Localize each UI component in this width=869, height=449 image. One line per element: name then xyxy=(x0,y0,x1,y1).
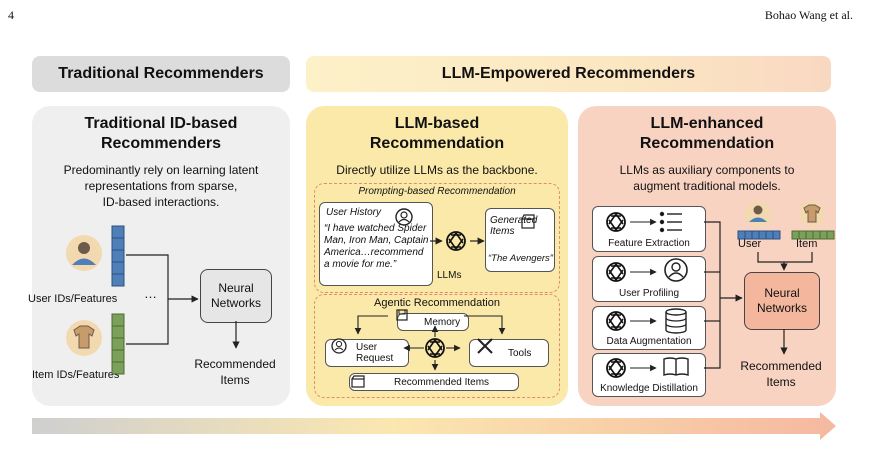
generated-answer: “The Avengers” xyxy=(488,253,553,264)
user-history-quote: “I have watched Spider Man, Iron Man, Ca… xyxy=(324,223,429,271)
panel-llm-based: LLM-based Recommendation Directly utiliz… xyxy=(306,106,568,406)
quote-line: a movie for me.” xyxy=(324,259,397,270)
panel-title-line2: Recommenders xyxy=(100,135,222,152)
recommended-label: Recommended Items xyxy=(394,376,490,388)
prompting-title: Prompting-based Recommendation xyxy=(358,186,516,197)
panel-title-line1: LLM-based xyxy=(394,115,480,132)
nn-line: Networks xyxy=(210,296,261,310)
user-ids-label: User IDs/Features xyxy=(28,293,118,305)
generated-items-box: Generated Items “The Avengers” xyxy=(485,208,555,272)
module-label: Feature Extraction xyxy=(608,238,690,249)
panel-description: Predominantly rely on learning latent re… xyxy=(32,162,290,210)
ellipsis: … xyxy=(144,286,157,301)
panel-title-line2: Recommendation xyxy=(639,135,775,152)
recommended-items-label: Recommended Items xyxy=(180,356,290,388)
module-knowledge-distillation: Knowledge Distillation xyxy=(592,353,706,397)
recommended-items-label: Recommended Items xyxy=(726,358,836,390)
generated-items-label: Generated Items xyxy=(490,215,537,237)
user-history-box: User History “I have watched Spider Man,… xyxy=(319,202,433,286)
output-line: Recommended xyxy=(194,357,276,371)
progress-arrow xyxy=(32,412,836,440)
request-line: Request xyxy=(356,353,394,364)
tools-box: Tools xyxy=(469,339,549,367)
header-llm-empowered: LLM-Empowered Recommenders xyxy=(306,56,831,92)
desc-line: Predominantly rely on learning latent xyxy=(63,163,259,177)
panel-traditional: Traditional ID-based Recommenders Predom… xyxy=(28,106,290,406)
desc-line: LLMs as auxiliary components to xyxy=(619,163,795,177)
nn-line: Neural xyxy=(764,286,800,300)
panel-description: LLMs as auxiliary components to augment … xyxy=(578,162,836,194)
module-label: Data Augmentation xyxy=(606,336,692,347)
nn-line: Networks xyxy=(756,301,807,315)
llms-label: LLMs xyxy=(437,270,462,281)
page-number: 4 xyxy=(8,8,14,22)
user-label: User xyxy=(738,238,762,250)
nn-line: Neural xyxy=(218,281,254,295)
running-author: Bohao Wang et al. xyxy=(764,8,853,22)
user-history-label: User History xyxy=(326,207,382,218)
desc-line: augment traditional models. xyxy=(633,179,781,193)
request-line: User xyxy=(356,342,378,353)
prompting-section: Prompting-based Recommendation User Hist… xyxy=(314,183,560,293)
quote-line: America…recommend xyxy=(324,247,424,258)
gen-line: Generated xyxy=(490,215,538,226)
memory-label: Memory xyxy=(424,316,461,328)
gen-line: Items xyxy=(490,226,515,237)
output-line: Recommended xyxy=(740,359,822,373)
quote-line: Man, Iron Man, Captain xyxy=(324,235,429,246)
recommended-items-box: Recommended Items xyxy=(349,373,519,391)
module-label: User Profiling xyxy=(618,288,680,299)
panel-description: Directly utilize LLMs as the backbone. xyxy=(336,163,538,177)
desc-line: ID-based interactions. xyxy=(102,195,220,209)
desc-line: representations from sparse, xyxy=(84,179,238,193)
agentic-title: Agentic Recommendation xyxy=(374,297,500,309)
panel-llm-enhanced: LLM-enhanced Recommendation LLMs as auxi… xyxy=(578,106,836,406)
panel-title-line1: LLM-enhanced xyxy=(650,115,764,132)
module-user-profiling: User Profiling xyxy=(592,256,706,302)
output-line: Items xyxy=(766,375,796,389)
item-label: Item xyxy=(796,238,818,250)
panel-title-line1: Traditional ID-based xyxy=(84,115,238,132)
panel-title-line2: Recommendation xyxy=(369,135,505,152)
item-ids-label: Item IDs/Features xyxy=(32,369,120,381)
header-traditional: Traditional Recommenders xyxy=(32,56,290,92)
module-label: Knowledge Distillation xyxy=(600,383,698,394)
quote-line: “I have watched Spider xyxy=(324,223,427,234)
memory-box: Memory xyxy=(397,313,469,331)
output-line: Items xyxy=(220,373,250,387)
module-feature-extraction: Feature Extraction xyxy=(592,206,706,252)
module-data-augmentation: Data Augmentation xyxy=(592,306,706,350)
tools-label: Tools xyxy=(508,347,532,359)
